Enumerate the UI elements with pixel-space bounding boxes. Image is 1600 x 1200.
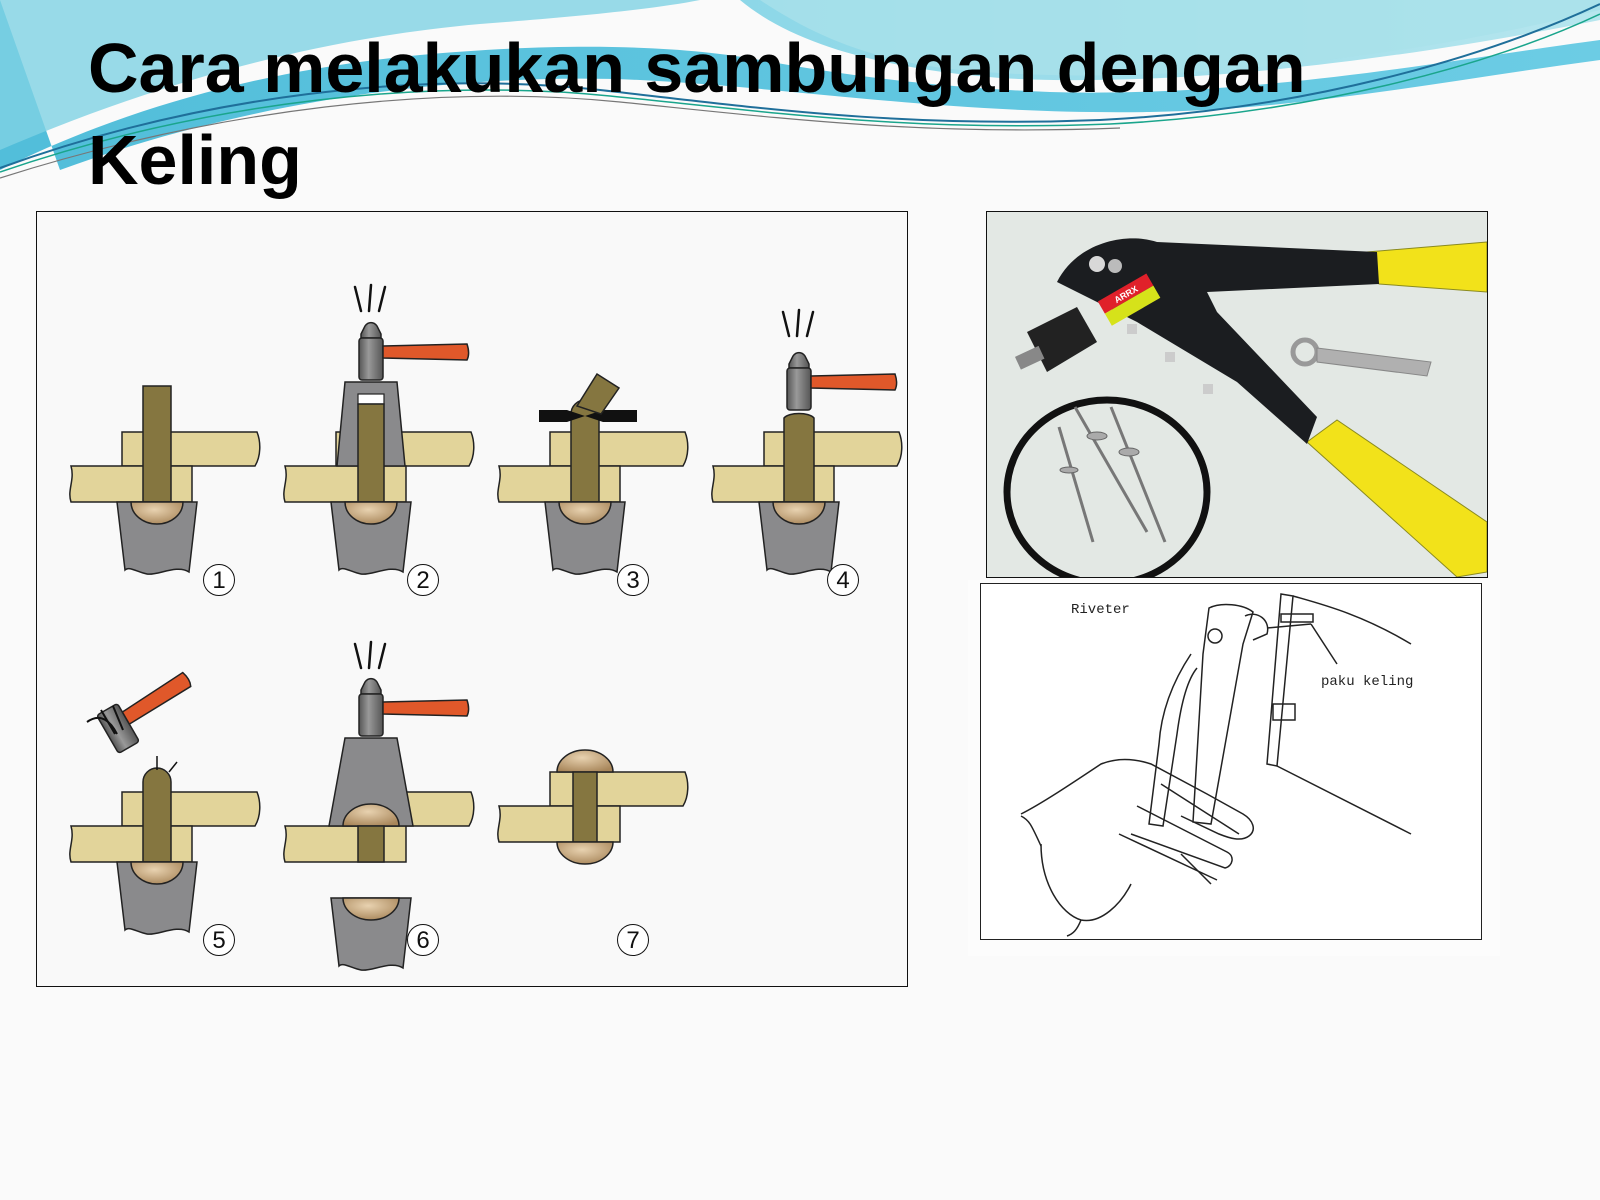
step-number-7: 7 [617, 924, 649, 956]
step-5-figure [69, 671, 261, 935]
step-6-figure [283, 640, 475, 971]
step-number-5: 5 [203, 924, 235, 956]
slide-title: Cara melakukan sambungan dengan Keling [88, 22, 1588, 206]
sketch-frame: Riveter paku keling [980, 583, 1482, 940]
header-wave-decoration [0, 0, 1600, 179]
step-1-figure [69, 385, 261, 575]
slide-title-line-1: Cara melakukan sambungan dengan [88, 29, 1306, 107]
step-number-1: 1 [203, 564, 235, 596]
riveter-photo: ARRX [986, 211, 1488, 578]
step-7-figure [497, 749, 689, 865]
step-number-4: 4 [827, 564, 859, 596]
riveting-steps-illustration [69, 283, 903, 971]
step-number-2: 2 [407, 564, 439, 596]
hand-riveter-image: ARRX [987, 212, 1487, 577]
step-number-6: 6 [407, 924, 439, 956]
riveting-steps-diagram: 1 2 3 4 5 6 7 [36, 211, 908, 987]
slide-title-line-2: Keling [88, 121, 302, 199]
step-3-figure [497, 372, 689, 575]
riveter-usage-sketch: Riveter paku keling [968, 580, 1500, 956]
label-riveter: Riveter [1071, 602, 1130, 618]
step-2-figure [283, 283, 475, 575]
label-paku-keling: paku keling [1321, 674, 1414, 690]
hand-using-riveter-drawing [1020, 593, 1412, 937]
step-4-figure [711, 308, 903, 575]
step-number-3: 3 [617, 564, 649, 596]
